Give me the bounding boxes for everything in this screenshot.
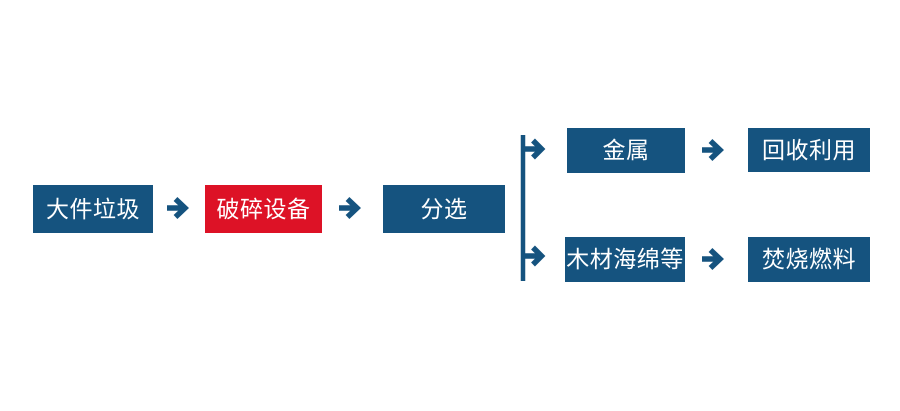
node-bulky-waste: 大件垃圾 <box>33 185 153 233</box>
node-wood-sponge-etc: 木材海绵等 <box>565 237 685 282</box>
arrow-right-icon <box>339 197 361 219</box>
arrow-right-icon <box>167 197 189 219</box>
node-incineration-fuel: 焚烧燃料 <box>748 237 870 282</box>
node-crushing-equipment: 破碎设备 <box>205 185 322 233</box>
node-sorting: 分选 <box>383 185 505 233</box>
branch-connector <box>520 135 546 281</box>
node-metal: 金属 <box>567 128 685 173</box>
arrow-right-icon <box>702 248 724 270</box>
arrow-right-icon <box>702 139 724 161</box>
node-recycling: 回收利用 <box>748 128 870 172</box>
